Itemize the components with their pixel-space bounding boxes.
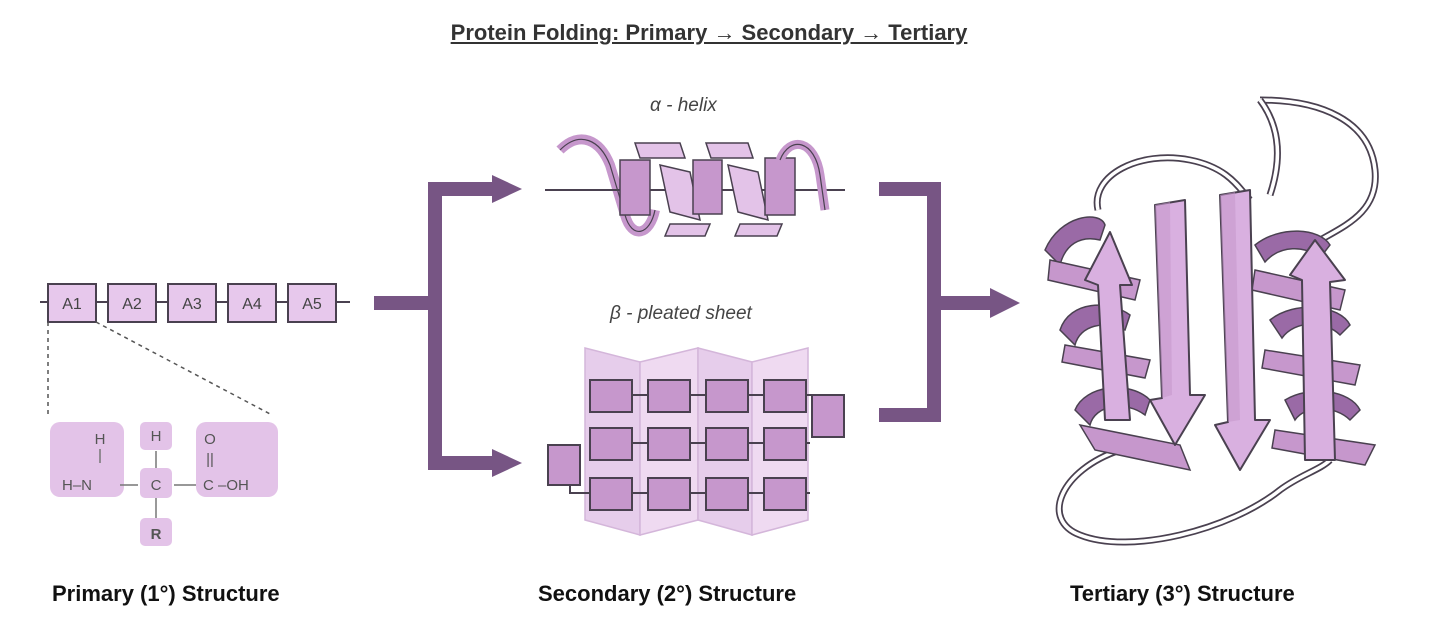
amino-acid-a3: A3 [167, 283, 217, 323]
primary-caption: Primary (1°) Structure [52, 581, 280, 606]
secondary-caption: Secondary (2°) Structure [538, 581, 797, 606]
amino-acid-a5: A5 [287, 283, 337, 323]
split-arrow [374, 175, 522, 477]
helix-label: α - helix [650, 95, 717, 116]
sheet-label: β - pleated sheet [610, 303, 752, 324]
diagram-title: Protein Folding: Primary → Secondary → T… [450, 20, 968, 45]
amino-acid-label: A5 [302, 296, 322, 313]
amino-acid-molecule: H H–N H C R O || C –OH [50, 422, 278, 546]
amino-acid-a2: A2 [107, 283, 157, 323]
amine-hydrogen: H [95, 431, 106, 448]
alpha-hydrogen: H [151, 428, 162, 445]
tertiary-protein-icon [1044, 96, 1379, 546]
amino-acid-label: A1 [62, 296, 82, 313]
amino-acid-a1: A1 [47, 283, 97, 323]
tertiary-caption: Tertiary (3°) Structure [1070, 581, 1295, 606]
amino-acid-label: A2 [122, 296, 142, 313]
amine-group: H–N [62, 477, 92, 494]
amino-acid-a4: A4 [227, 283, 277, 323]
beta-sheet-icon [547, 347, 845, 536]
alpha-carbon: C [151, 477, 162, 494]
r-group: R [151, 526, 162, 543]
carboxyl-group: C –OH [203, 477, 249, 494]
alpha-helix-icon [545, 134, 845, 237]
carbonyl-oxygen: O [204, 431, 216, 448]
zoom-guide-lines [47, 321, 273, 416]
merge-arrow [879, 182, 1020, 422]
amino-acid-chain: A1 A2 A3 A4 A5 [40, 283, 350, 323]
amino-acid-label: A3 [182, 296, 202, 313]
amino-acid-label: A4 [242, 296, 262, 313]
carbonyl-double-bond: || [206, 451, 214, 468]
